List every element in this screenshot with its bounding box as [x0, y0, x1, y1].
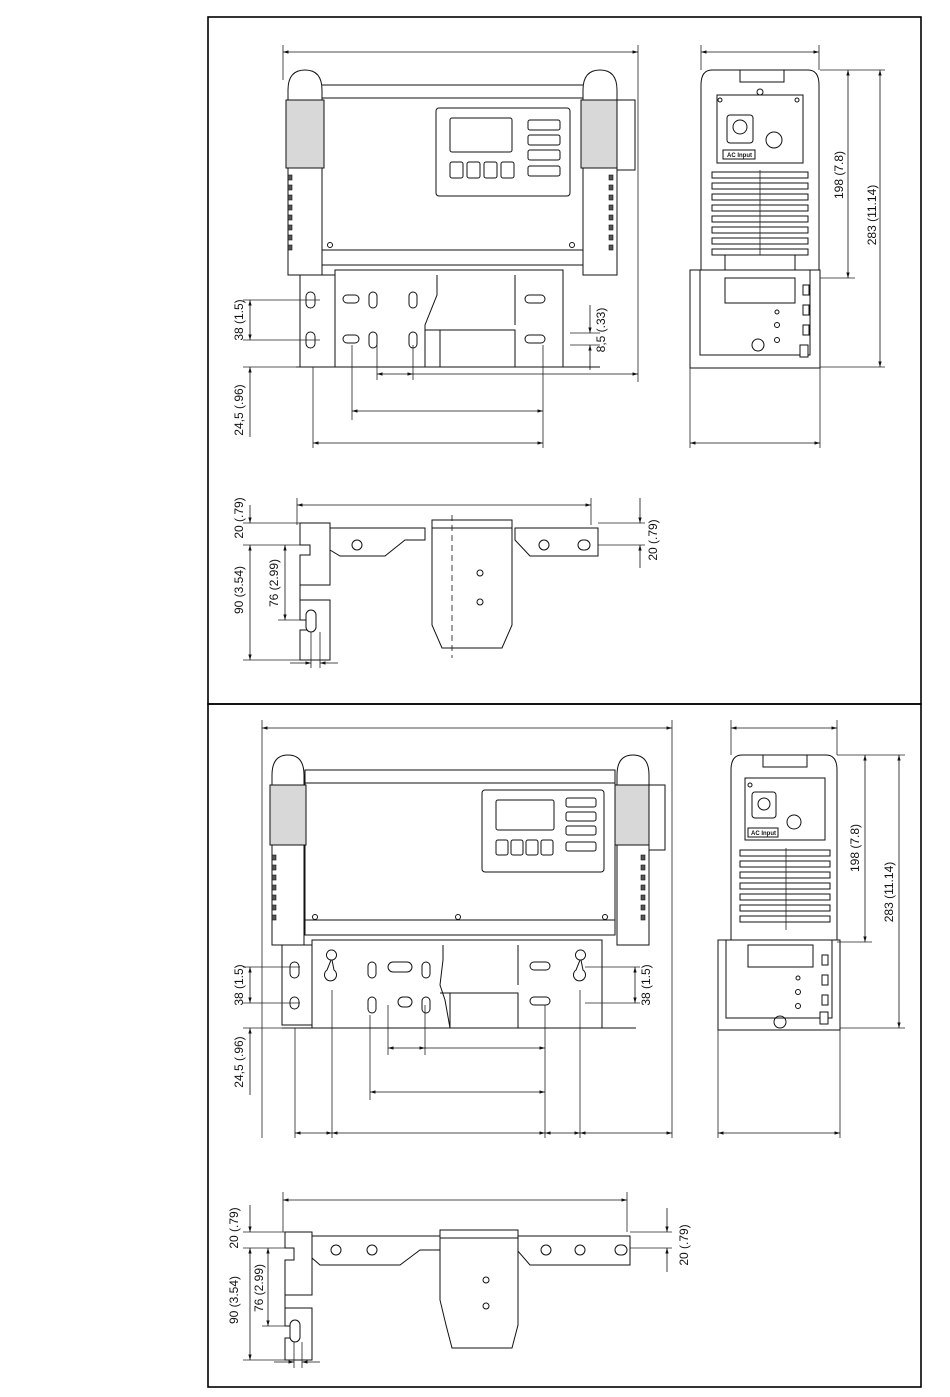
dim-283-top: 283 (11.14) — [865, 185, 879, 246]
dim-20-bottom-bottomview-left: 20 (.79) — [227, 1207, 241, 1248]
dim-198-bottom: 198 (7.8) — [848, 824, 862, 872]
dim-38-bottom-right: 38 (1.5) — [639, 964, 653, 1005]
dim-76-top: 76 (2.99) — [267, 559, 281, 607]
ac-input-label-bottom: AC Input — [751, 831, 776, 837]
dim-20-top-bottomview-left: 20 (.79) — [232, 497, 246, 538]
bottom-view-top — [243, 498, 645, 668]
dim-245-top-left: 24,5 (.96) — [232, 384, 246, 435]
dim-90-bottom: 90 (3.54) — [227, 1276, 241, 1324]
dim-76-bottom: 76 (2.99) — [252, 1264, 266, 1312]
ac-input-label-top: AC Input — [727, 153, 752, 159]
display-screen — [450, 118, 512, 152]
dim-90-top: 90 (3.54) — [232, 566, 246, 614]
dim-38-top-left: 38 (1.5) — [232, 299, 246, 340]
dim-198-top: 198 (7.8) — [832, 151, 846, 199]
bottom-view-bottom — [243, 1192, 672, 1368]
side-view-bottom: AC Input — [718, 720, 905, 1138]
dim-20-bottom-bottomview-right: 20 (.79) — [677, 1224, 691, 1265]
side-view-top: AC Input — [690, 45, 885, 448]
dim-85-top-right: 8,5 (.33) — [594, 308, 608, 353]
dim-20-top-bottomview-right: 20 (.79) — [646, 519, 660, 560]
front-view-bottom — [243, 720, 672, 1138]
dim-38-bottom-left: 38 (1.5) — [232, 964, 246, 1005]
dim-283-bottom: 283 (11.14) — [882, 862, 896, 923]
front-view-top — [243, 45, 638, 448]
dim-245-bottom-left: 24,5 (.96) — [232, 1036, 246, 1087]
